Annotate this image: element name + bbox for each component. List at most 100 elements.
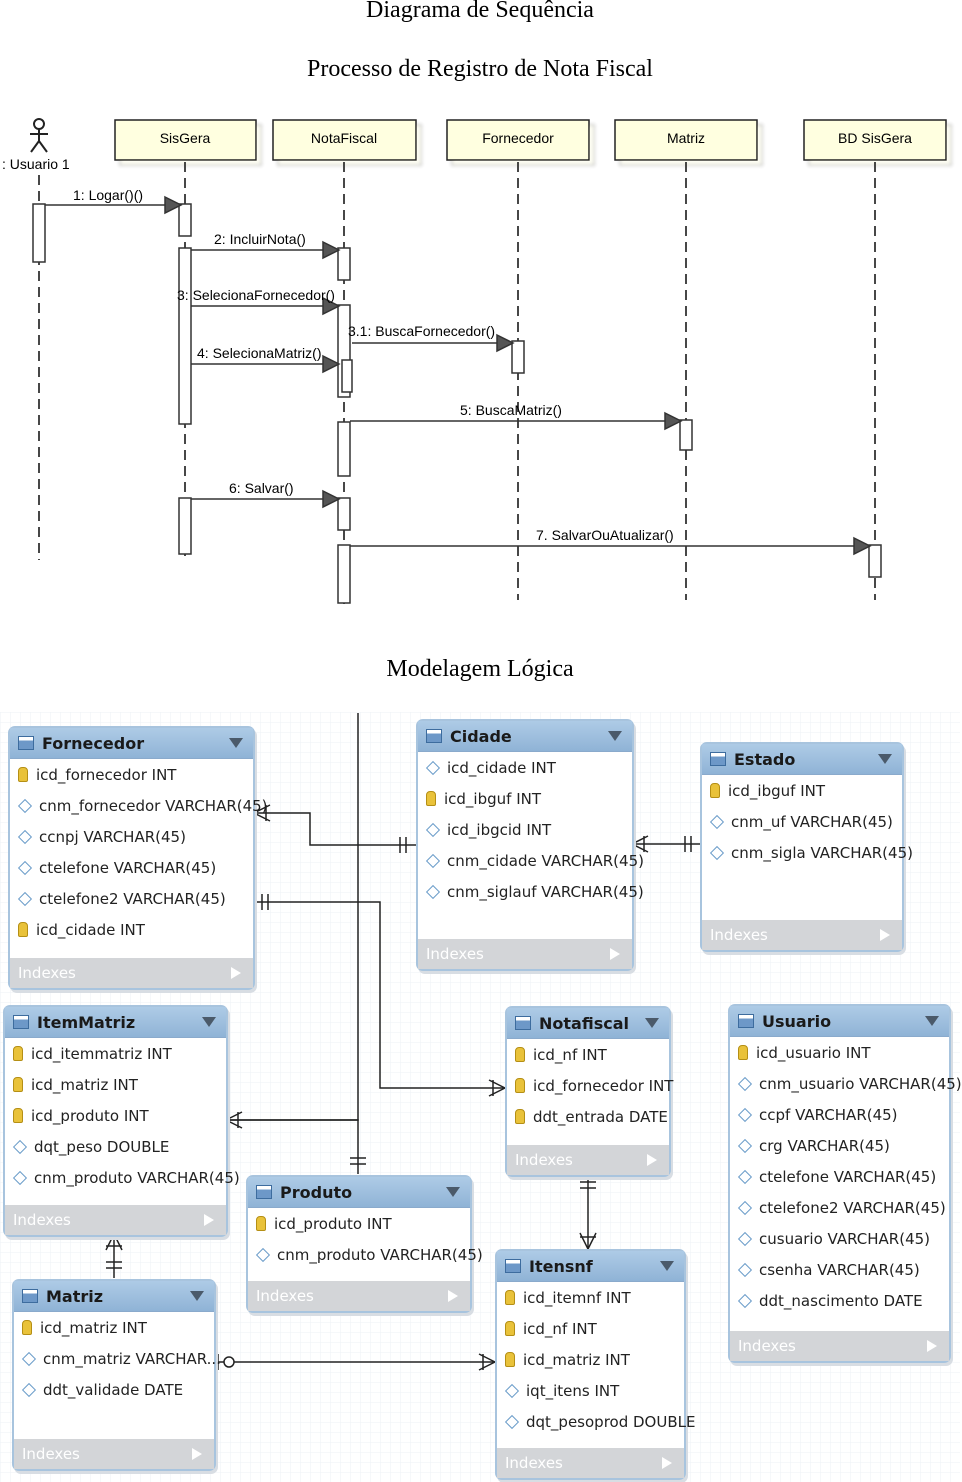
column-label: icd_cidade INT (36, 920, 145, 939)
column-diamond-icon (737, 1262, 753, 1277)
message-6: 6: Salvar() (191, 480, 341, 509)
indexes-label: Indexes (710, 926, 768, 944)
indexes-label: Indexes (505, 1454, 563, 1472)
participant-matriz: Matriz (614, 119, 758, 161)
column-label: cnm_matriz VARCHAR... (43, 1349, 221, 1368)
key-icon (505, 1352, 515, 1367)
collapse-arrow-icon[interactable] (190, 1291, 204, 1301)
key-icon (13, 1077, 23, 1092)
table-header[interactable]: Usuario (730, 1006, 949, 1037)
column-row: icd_matriz INT (497, 1344, 684, 1375)
table-header[interactable]: Estado (702, 744, 902, 775)
column-label: dqt_pesoprod DOUBLE (526, 1412, 696, 1431)
column-label: icd_ibguf INT (728, 781, 826, 800)
collapse-arrow-icon[interactable] (202, 1017, 216, 1027)
column-label: icd_fornecedor INT (533, 1076, 674, 1095)
column-label: icd_ibguf INT (444, 789, 542, 808)
column-label: ctelefone VARCHAR(45) (39, 858, 217, 877)
column-label: icd_nf INT (533, 1045, 607, 1064)
column-row: icd_produto INT (5, 1100, 226, 1131)
table-name: Estado (734, 749, 796, 769)
column-label: ccpf VARCHAR(45) (759, 1105, 898, 1124)
column-label: cnm_fornecedor VARCHAR(45) (39, 796, 268, 815)
column-row: icd_matriz INT (14, 1312, 214, 1343)
table-icon (22, 1289, 38, 1303)
collapse-arrow-icon[interactable] (660, 1261, 674, 1271)
column-row: icd_cidade INT (10, 914, 253, 945)
table-header[interactable]: Matriz (14, 1281, 214, 1312)
indexes-section[interactable]: Indexes (10, 958, 253, 988)
table-icon (505, 1259, 521, 1273)
column-label: ctelefone VARCHAR(45) (759, 1167, 937, 1186)
collapse-arrow-icon[interactable] (878, 754, 892, 764)
column-diamond-icon (21, 1382, 37, 1397)
column-diamond-icon (255, 1247, 271, 1262)
expand-arrow-icon[interactable] (662, 1457, 672, 1469)
key-icon (515, 1078, 525, 1093)
column-label: ccnpj VARCHAR(45) (39, 827, 186, 846)
column-row: icd_usuario INT (730, 1037, 949, 1068)
expand-arrow-icon[interactable] (927, 1340, 937, 1352)
indexes-section[interactable]: Indexes (14, 1439, 214, 1469)
table-header[interactable]: Notafiscal (507, 1008, 669, 1039)
collapse-arrow-icon[interactable] (608, 731, 622, 741)
table-header[interactable]: ItemMatriz (5, 1007, 226, 1038)
collapse-arrow-icon[interactable] (925, 1016, 939, 1026)
table-header[interactable]: Fornecedor (10, 728, 253, 759)
column-row: icd_cidade INT (418, 752, 632, 783)
key-icon (505, 1321, 515, 1336)
table-icon (710, 752, 726, 766)
expand-arrow-icon[interactable] (448, 1290, 458, 1302)
expand-arrow-icon[interactable] (231, 967, 241, 979)
column-label: ddt_entrada DATE (533, 1107, 668, 1126)
expand-arrow-icon[interactable] (192, 1448, 202, 1460)
table-name: Itensnf (529, 1256, 593, 1276)
column-diamond-icon (21, 1351, 37, 1366)
activations (32, 203, 882, 604)
collapse-arrow-icon[interactable] (229, 738, 243, 748)
column-diamond-icon (425, 760, 441, 775)
indexes-section[interactable]: Indexes (418, 939, 632, 969)
column-label: ctelefone2 VARCHAR(45) (759, 1198, 946, 1217)
expand-arrow-icon[interactable] (204, 1214, 214, 1226)
indexes-section[interactable]: Indexes (497, 1448, 684, 1478)
indexes-label: Indexes (426, 945, 484, 963)
collapse-arrow-icon[interactable] (446, 1187, 460, 1197)
table-header[interactable]: Itensnf (497, 1251, 684, 1282)
indexes-section[interactable]: Indexes (702, 920, 902, 950)
column-row: dqt_pesoprod DOUBLE (497, 1406, 695, 1437)
key-icon (515, 1047, 525, 1062)
column-row: cnm_uf VARCHAR(45) (702, 806, 902, 837)
collapse-arrow-icon[interactable] (645, 1018, 659, 1028)
table-name: Notafiscal (539, 1013, 629, 1033)
indexes-section[interactable]: Indexes (5, 1205, 226, 1235)
column-diamond-icon (709, 814, 725, 829)
message-1: 1: Logar()() (45, 187, 183, 215)
key-icon (22, 1320, 32, 1335)
table-notafiscal[interactable]: Notafiscal icd_nf INT icd_fornecedor INT dd… (505, 1006, 674, 1177)
message-3-1: 3.1: BuscaFornecedor() (348, 323, 515, 353)
actor-label: : Usuario 1 (2, 156, 70, 172)
expand-arrow-icon[interactable] (647, 1154, 657, 1166)
column-row: cnm_produto VARCHAR(45) (5, 1162, 240, 1193)
column-diamond-icon (425, 822, 441, 837)
message-label: 4: SelecionaMatriz() (197, 345, 322, 361)
expand-arrow-icon[interactable] (610, 948, 620, 960)
indexes-section[interactable]: Indexes (248, 1281, 470, 1311)
table-header[interactable]: Produto (248, 1177, 470, 1208)
participant-label: Fornecedor (482, 130, 554, 146)
indexes-section[interactable]: Indexes (730, 1331, 949, 1361)
table-header[interactable]: Cidade (418, 721, 632, 752)
expand-arrow-icon[interactable] (880, 929, 890, 941)
column-row: cnm_cidade VARCHAR(45) (418, 845, 644, 876)
message-5: 5: BuscaMatriz() (350, 402, 683, 431)
indexes-section[interactable]: Indexes (507, 1145, 669, 1175)
